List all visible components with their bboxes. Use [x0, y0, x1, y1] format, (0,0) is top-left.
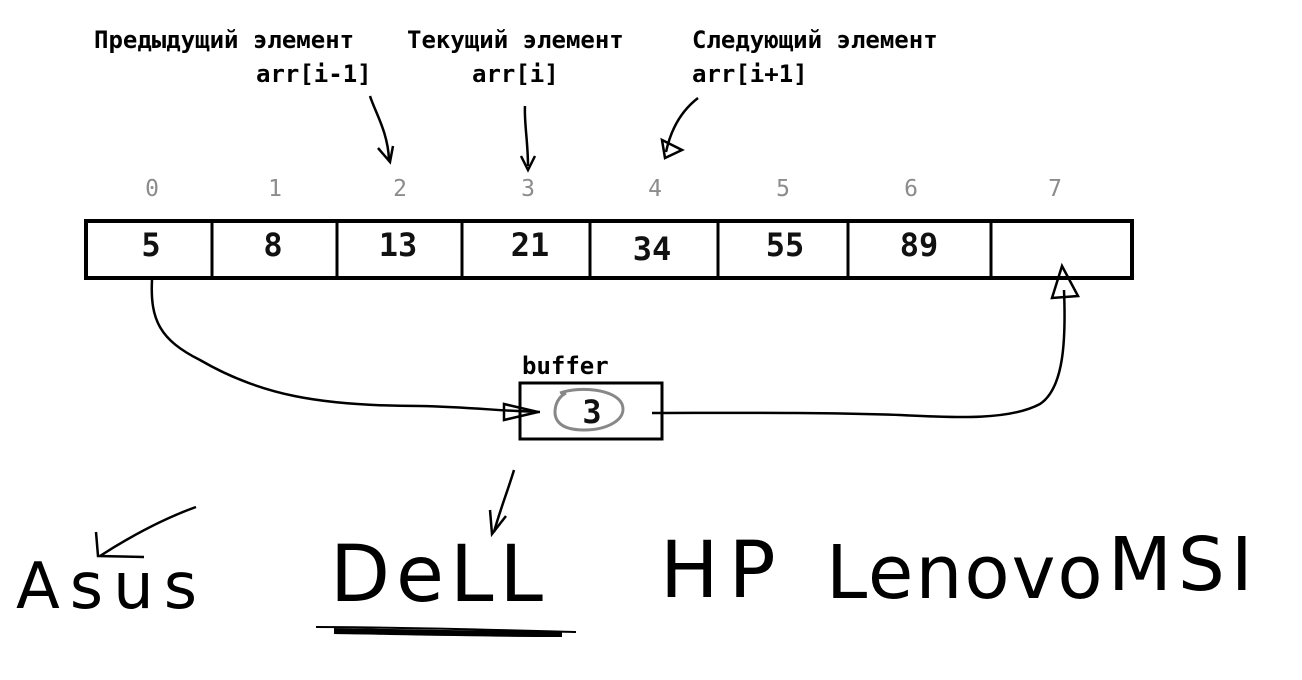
arrow-to-dell	[492, 469, 516, 533]
brand-lenovo: Lenovo	[826, 530, 1105, 616]
array-box	[84, 219, 1134, 280]
arrow-prev-head	[377, 145, 395, 165]
dell-underline-bold	[333, 628, 563, 637]
arrow-next	[664, 97, 699, 153]
brand-msi: MSI	[1108, 522, 1259, 608]
index-label: 2	[393, 176, 407, 202]
array-cell-value: 5	[141, 226, 161, 264]
arrow-to-asus	[99, 505, 197, 558]
array-cell-value: 21	[510, 226, 550, 264]
arrow-current-head	[519, 155, 537, 173]
array-cell-value: 55	[765, 226, 805, 264]
brand-asus: Asus	[16, 550, 208, 624]
index-label: 0	[145, 176, 159, 202]
array-cell-value: 13	[378, 226, 418, 264]
index-label: 4	[648, 176, 662, 202]
arrow-to-dell-head	[488, 509, 507, 538]
arrow-current	[523, 105, 530, 167]
current-element-title: Текущий элемент	[407, 26, 624, 54]
arrow-buffer-to-cell7	[651, 289, 1066, 419]
buffer-value: 3	[582, 393, 602, 431]
arrow-cell0-to-buffer	[150, 279, 541, 414]
brand-dell: DeLL	[330, 530, 549, 620]
next-element-title: Следующий элемент	[692, 26, 938, 54]
index-label: 5	[776, 176, 790, 202]
index-label: 7	[1048, 176, 1062, 202]
prev-element-title: Предыдущий элемент	[94, 26, 355, 54]
arrow-next-head	[660, 137, 685, 160]
arrow-to-asus-head	[94, 531, 145, 559]
index-label: 6	[904, 176, 918, 202]
index-label: 3	[521, 176, 535, 202]
arrow-prev	[368, 95, 391, 161]
buffer-label: buffer	[522, 352, 609, 380]
index-label: 1	[268, 176, 282, 202]
array-cell-value: 89	[899, 226, 939, 264]
next-element-expr: arr[i+1]	[692, 60, 808, 88]
prev-element-expr: arr[i-1]	[256, 60, 372, 88]
arrow-to-buffer-head	[502, 402, 539, 422]
array-cell-value: 34	[632, 230, 672, 268]
array-cell-value: 8	[263, 226, 283, 264]
brand-hp: HP	[660, 526, 786, 616]
current-element-expr: arr[i]	[472, 60, 559, 88]
arrow-to-cell7-head	[1050, 262, 1081, 300]
buffer-value-circle	[553, 387, 625, 432]
